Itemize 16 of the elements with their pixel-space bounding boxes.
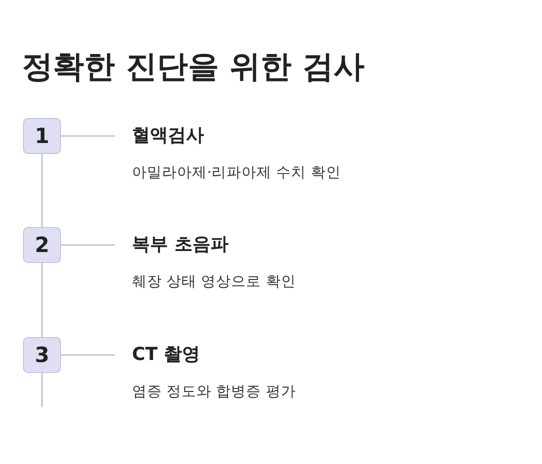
step-heading: CT 촬영	[132, 343, 201, 366]
step-number-box: 1	[23, 118, 61, 154]
step-number-box: 3	[23, 337, 61, 373]
step-heading: 혈액검사	[132, 124, 205, 147]
step-number-box: 2	[23, 227, 61, 263]
step-description: 췌장 상태 영상으로 확인	[132, 273, 297, 291]
connector-line	[61, 135, 115, 137]
timeline-line	[41, 263, 43, 337]
step-heading: 복부 초음파	[132, 233, 230, 256]
title: 정확한 진단을 위한 검사	[22, 48, 364, 87]
timeline-line	[41, 154, 43, 227]
step-description: 아밀라아제·리파아제 수치 확인	[132, 164, 342, 182]
step-description: 염증 정도와 합병증 평가	[132, 383, 297, 401]
connector-line	[61, 244, 115, 246]
connector-line	[61, 354, 115, 356]
timeline-line	[41, 373, 43, 407]
